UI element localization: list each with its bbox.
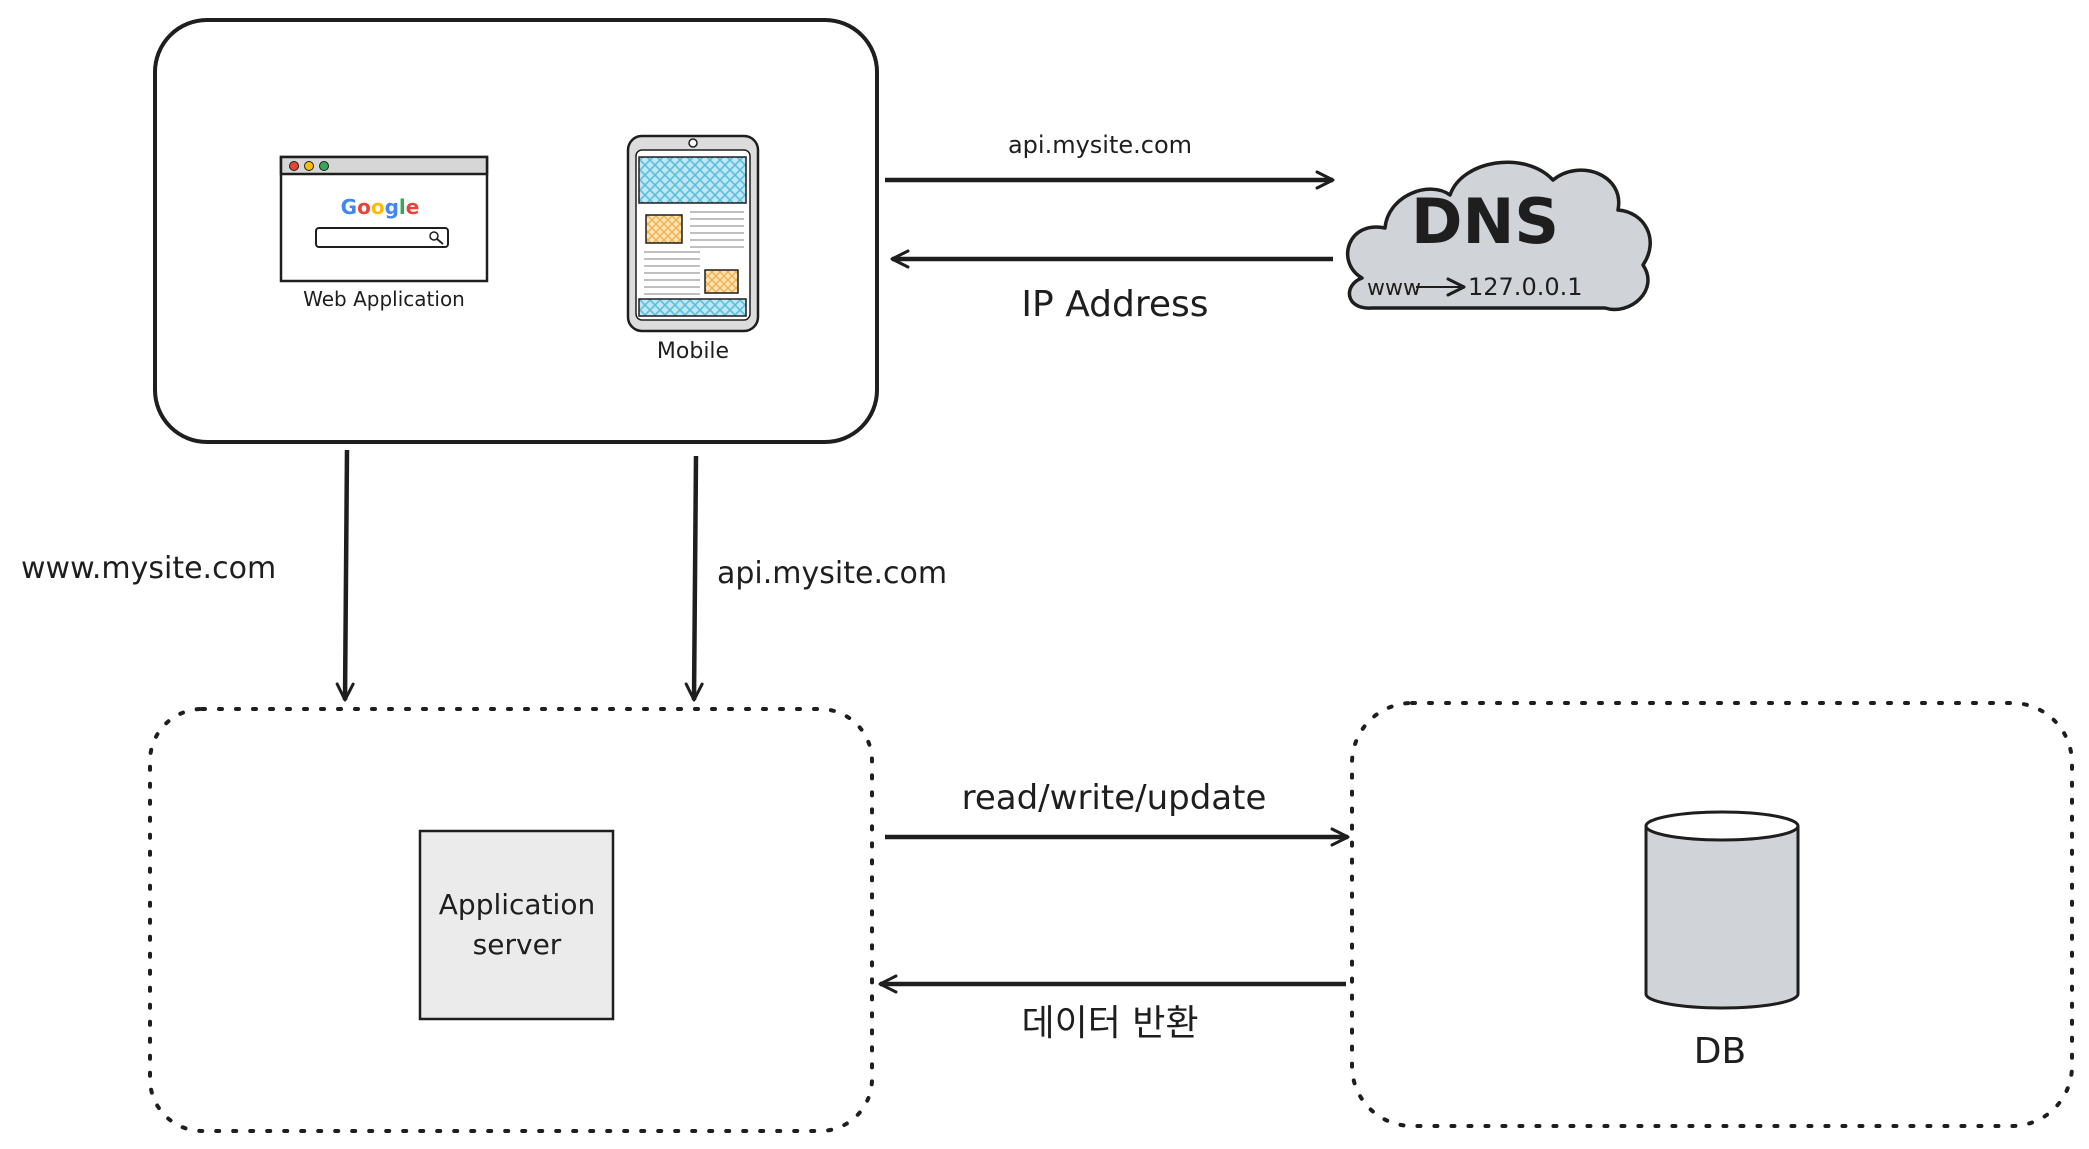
database-icon	[1644, 810, 1800, 1010]
label-dns-to-client: IP Address	[1021, 284, 1208, 325]
arrow-client-to-server-web	[335, 449, 355, 702]
web-application-label: Web Application	[303, 287, 465, 311]
application-server: Application server	[418, 829, 615, 1021]
label-client-to-dns: api.mysite.com	[1008, 131, 1192, 159]
search-input	[315, 227, 449, 248]
dns-title: DNS	[1411, 185, 1559, 258]
application-server-line1: Application	[439, 888, 595, 921]
server-group-box	[148, 707, 874, 1133]
client-group: Google Web Application	[153, 18, 879, 444]
dns-mapping-from: www	[1367, 276, 1421, 301]
search-logo: Google	[341, 195, 420, 219]
mobile-label: Mobile	[657, 339, 729, 364]
search-logo-letter: g	[385, 195, 399, 219]
label-client-to-server-web: www.mysite.com	[21, 551, 276, 586]
search-logo-letter: l	[399, 195, 406, 219]
client-box	[153, 18, 879, 444]
mobile-icon	[626, 134, 760, 333]
web-application-icon: Google	[279, 155, 489, 283]
dns-mapping-to: 127.0.0.1	[1468, 273, 1583, 301]
application-server-line2: server	[473, 928, 562, 961]
arrow-client-to-server-api	[684, 455, 704, 702]
search-logo-letter: o	[371, 195, 385, 219]
dns-cloud: DNS www 127.0.0.1	[1345, 160, 1652, 312]
db-label: DB	[1694, 1031, 1746, 1072]
search-logo-letter: G	[341, 195, 357, 219]
label-server-to-db: read/write/update	[962, 778, 1267, 818]
search-logo-letter: e	[406, 195, 420, 219]
search-logo-letter: o	[357, 195, 371, 219]
label-client-to-server-api: api.mysite.com	[717, 556, 947, 591]
db-group-box	[1350, 701, 2074, 1128]
label-db-to-server: 데이터 반환	[1021, 1003, 1198, 1044]
search-icon	[429, 231, 444, 245]
